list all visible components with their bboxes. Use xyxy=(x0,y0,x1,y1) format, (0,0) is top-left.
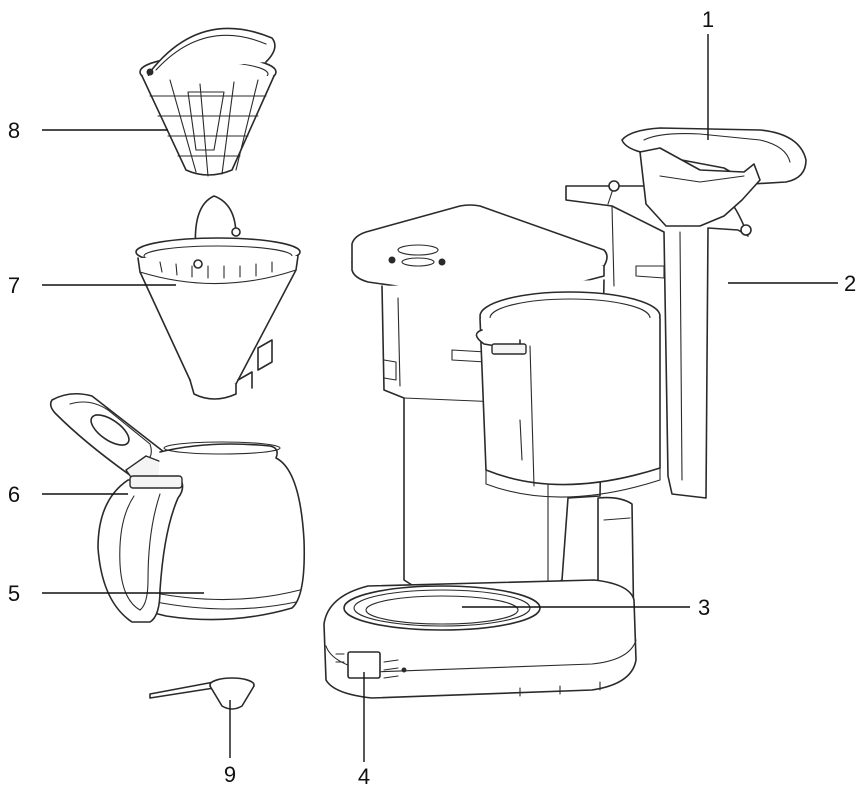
callout-7: 7 xyxy=(8,273,20,298)
callout-1: 1 xyxy=(702,7,714,32)
part-permanent-filter xyxy=(139,27,277,177)
callout-8: 8 xyxy=(8,118,20,143)
callout-2: 2 xyxy=(844,271,856,296)
part-filter-basket-housing xyxy=(475,291,661,498)
callout-4: 4 xyxy=(358,764,370,789)
callout-9: 9 xyxy=(224,762,236,787)
part-glass-carafe xyxy=(97,441,306,623)
callout-labels: 1 2 3 4 5 6 7 8 9 xyxy=(8,7,856,789)
callout-5: 5 xyxy=(8,581,20,606)
callout-3: 3 xyxy=(698,595,710,620)
part-water-tank-lid xyxy=(608,127,807,236)
leader-lines xyxy=(42,34,838,762)
part-filter-holder xyxy=(135,195,301,400)
callout-6: 6 xyxy=(8,482,20,507)
part-measuring-scoop xyxy=(149,677,255,710)
